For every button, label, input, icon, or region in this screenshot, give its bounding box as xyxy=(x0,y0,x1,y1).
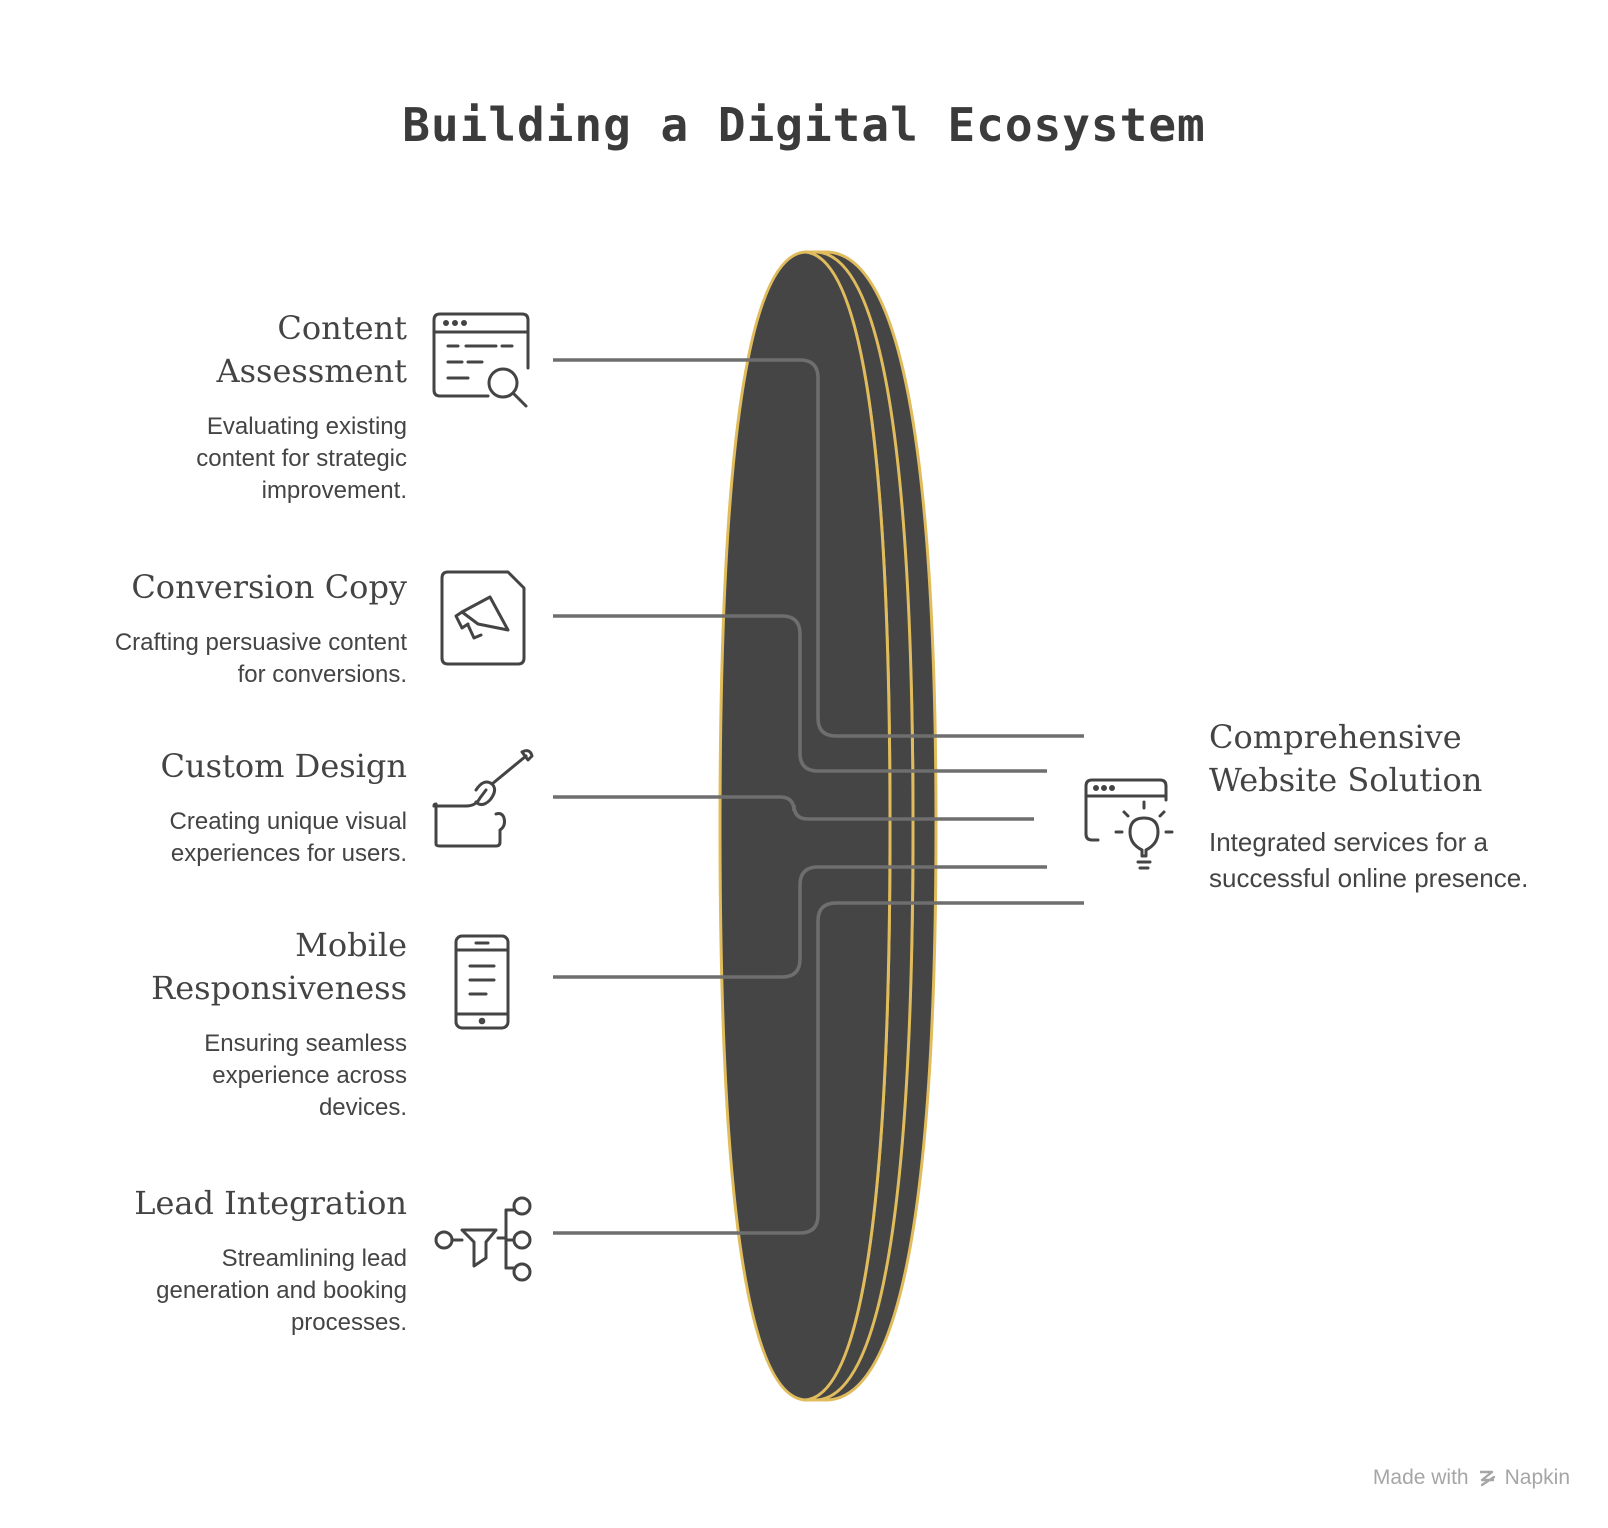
megaphone-document-icon xyxy=(440,570,526,666)
napkin-logo-icon xyxy=(1479,1470,1495,1487)
browser-search-icon xyxy=(432,312,530,408)
funnel-network-icon xyxy=(434,1196,532,1282)
smartphone-icon xyxy=(454,934,510,1030)
connector-custom-design xyxy=(553,795,1034,821)
item-description: Ensuring seamless experience across devi… xyxy=(204,1030,407,1121)
item-title-line: Assessment xyxy=(216,352,407,390)
item-description: Streamlining lead generation and booking… xyxy=(156,1245,407,1336)
item-title: Conversion Copy xyxy=(131,568,407,606)
item-title: Lead Integration xyxy=(134,1184,407,1222)
item-description: Evaluating existing content for strategi… xyxy=(196,413,407,504)
item-custom-design: Custom Design Creating unique visual exp… xyxy=(117,745,408,870)
item-title-line: Mobile xyxy=(295,926,407,964)
item-comprehensive-website-solution: Comprehensive Website Solution Integrate… xyxy=(1209,716,1549,896)
connector-conversion-copy xyxy=(553,614,1047,773)
item-title-line: Comprehensive xyxy=(1209,718,1462,756)
item-title: Comprehensive Website Solution xyxy=(1209,716,1549,802)
made-with-napkin-footer[interactable]: Made with Napkin xyxy=(1373,1466,1570,1490)
connector-mobile-responsiveness xyxy=(553,865,1047,979)
lens-shape xyxy=(718,250,938,1402)
item-mobile-responsiveness: Mobile Responsiveness Ensuring seamless … xyxy=(151,924,407,1124)
item-description: Creating unique visual experiences for u… xyxy=(169,808,407,867)
napkin-brand: Napkin xyxy=(1504,1466,1570,1489)
item-lead-integration: Lead Integration Streamlining lead gener… xyxy=(107,1182,407,1339)
lens-front xyxy=(718,250,892,1402)
item-title: Custom Design xyxy=(160,747,408,785)
item-description: Integrated services for a successful onl… xyxy=(1209,827,1529,893)
item-conversion-copy: Conversion Copy Crafting persuasive cont… xyxy=(97,566,407,691)
browser-lightbulb-icon xyxy=(1084,778,1174,870)
item-content-assessment: Content Assessment Evaluating existing c… xyxy=(147,307,407,507)
item-title-line: Content xyxy=(277,309,407,347)
made-with-label: Made with xyxy=(1372,1466,1469,1489)
connector-lines xyxy=(553,358,1084,1235)
page-title: Building a Digital Ecosystem xyxy=(402,98,1206,152)
item-description: Crafting persuasive content for conversi… xyxy=(114,629,407,688)
item-title: Content Assessment xyxy=(147,307,407,393)
item-title-line: Website Solution xyxy=(1209,761,1483,799)
item-title: Mobile Responsiveness xyxy=(151,924,407,1010)
connector-lead-integration xyxy=(553,901,1084,1235)
paintbrush-hand-icon xyxy=(432,749,534,848)
item-title-line: Responsiveness xyxy=(151,969,407,1007)
connector-content-assessment xyxy=(553,358,1084,738)
